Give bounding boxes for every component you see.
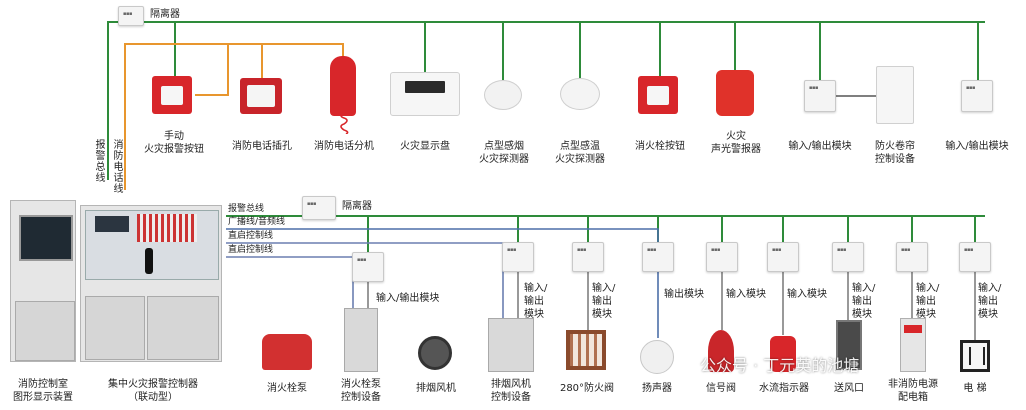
watermark: 公众号 · 丁元英的池塘 [700, 356, 860, 375]
fire-pump-label: 消火栓泵 [267, 383, 307, 394]
alarm-bus-vertical-label: 报警总线 [95, 140, 106, 184]
flow-indicator-module [767, 242, 799, 272]
bottom-isolator [302, 196, 336, 220]
air-outlet-module [832, 242, 864, 272]
air-outlet-label: 送风口 [834, 383, 864, 394]
phone-jack-label: 消防电话插孔 [232, 141, 292, 152]
hydrant-button-label: 消火栓按钮 [635, 141, 685, 152]
top-isolator [118, 6, 144, 26]
fire-pump [262, 334, 312, 370]
graphic-display-cabinet [10, 200, 76, 362]
broadcast-line [226, 228, 659, 338]
controller-handset-icon [145, 248, 153, 274]
hydrant-button [638, 76, 678, 114]
power-box-module-label: 输入/ 输出 模块 [916, 283, 940, 320]
elevator-module-label: 输入/ 输出 模块 [978, 283, 1002, 320]
display-screen [19, 215, 73, 261]
top-alarm-bus [107, 21, 985, 180]
bottom-isolator-label: 隔离器 [342, 201, 372, 212]
speaker-label: 扬声器 [642, 383, 672, 394]
alarm-controller-cabinet [80, 205, 222, 362]
broadcast-line-label: 广播线/音频线 [228, 217, 286, 227]
controller-label: 集中火灾报警控制器 （联动型） [108, 379, 198, 403]
flow-indicator [770, 336, 796, 372]
fan-control [488, 318, 534, 372]
speaker-module-label: 输出模块 [664, 289, 704, 300]
smoke-exhaust-fan [418, 336, 452, 370]
smoke-detector-label: 点型感烟 火灾探测器 [479, 141, 529, 165]
shutter-control-label: 防火卷帘 控制设备 [875, 141, 915, 165]
elevator-module [959, 242, 991, 272]
fire-damper-label: 280°防火阀 [559, 383, 615, 394]
direct-control-line-2 [226, 256, 354, 310]
non-fire-power-box [900, 318, 926, 372]
io-module-1 [804, 80, 836, 112]
signal-valve-label: 信号阀 [706, 383, 736, 394]
fire-display-panel-label: 火灾显示盘 [400, 141, 450, 152]
sound-light-alarm-label: 火灾 声光警报器 [711, 131, 761, 155]
signal-valve [708, 330, 734, 372]
elevator [960, 340, 990, 372]
module-device-links [367, 270, 976, 340]
damper-module [572, 242, 604, 272]
smoke-exhaust-fan-label: 排烟风机 [416, 383, 456, 394]
power-box-module [896, 242, 928, 272]
damper-module-label: 输入/ 输出 模块 [592, 283, 616, 320]
pump-control-label: 消火栓泵 控制设备 [341, 379, 381, 403]
elevator-label: 电 梯 [963, 383, 987, 394]
flow-indicator-label: 水流指示器 [759, 383, 809, 394]
fire-phone-line [124, 43, 344, 190]
top-isolator-label: 隔离器 [150, 9, 180, 20]
non-fire-power-box-label: 非消防电源 配电箱 [888, 379, 938, 403]
heat-detector-label: 点型感温 火灾探测器 [555, 141, 605, 165]
sound-light-alarm [716, 70, 754, 116]
speaker-module [642, 242, 674, 272]
signal-valve-module [706, 242, 738, 272]
shutter-control [876, 66, 914, 124]
phone-cord-icon [340, 112, 349, 134]
smoke-detector [484, 80, 522, 110]
speaker [640, 340, 674, 374]
io-module-2-label: 输入/输出模块 [945, 141, 1009, 152]
flow-indicator-module-label: 输入模块 [787, 289, 827, 300]
io-module-1-label: 输入/输出模块 [788, 141, 852, 152]
phone-jack [240, 78, 282, 114]
io-module-2 [961, 80, 993, 112]
signal-valve-module-label: 输入模块 [726, 289, 766, 300]
heat-detector [560, 78, 600, 110]
manual-alarm-button [152, 76, 192, 114]
phone-extension [330, 56, 356, 116]
air-outlet-module-label: 输入/ 输出 模块 [852, 283, 876, 320]
graphic-display-label: 消防控制室 图形显示装置 [13, 379, 73, 403]
phone-line-vertical-label: 消防电话线 [113, 140, 124, 195]
pump-control [344, 308, 378, 372]
alarm-bus-label: 报警总线 [228, 204, 265, 214]
fire-display-panel [390, 72, 460, 116]
manual-alarm-button-label: 手动 火灾报警按钮 [144, 131, 204, 155]
phone-extension-label: 消防电话分机 [314, 141, 374, 152]
bottom-alarm-bus [226, 215, 985, 254]
fan-module-label: 输入/ 输出 模块 [524, 283, 548, 320]
pump-module-label: 输入/输出模块 [376, 293, 440, 304]
direct-control-line-1-label: 直启控制线 [228, 231, 274, 241]
fire-damper [566, 330, 606, 370]
fan-module [502, 242, 534, 272]
direct-control-line-2-label: 直启控制线 [228, 245, 274, 255]
pump-module [352, 252, 384, 282]
elevator-door-icon [969, 347, 985, 365]
air-outlet [836, 320, 862, 370]
fan-control-label: 排烟风机 控制设备 [491, 379, 531, 403]
